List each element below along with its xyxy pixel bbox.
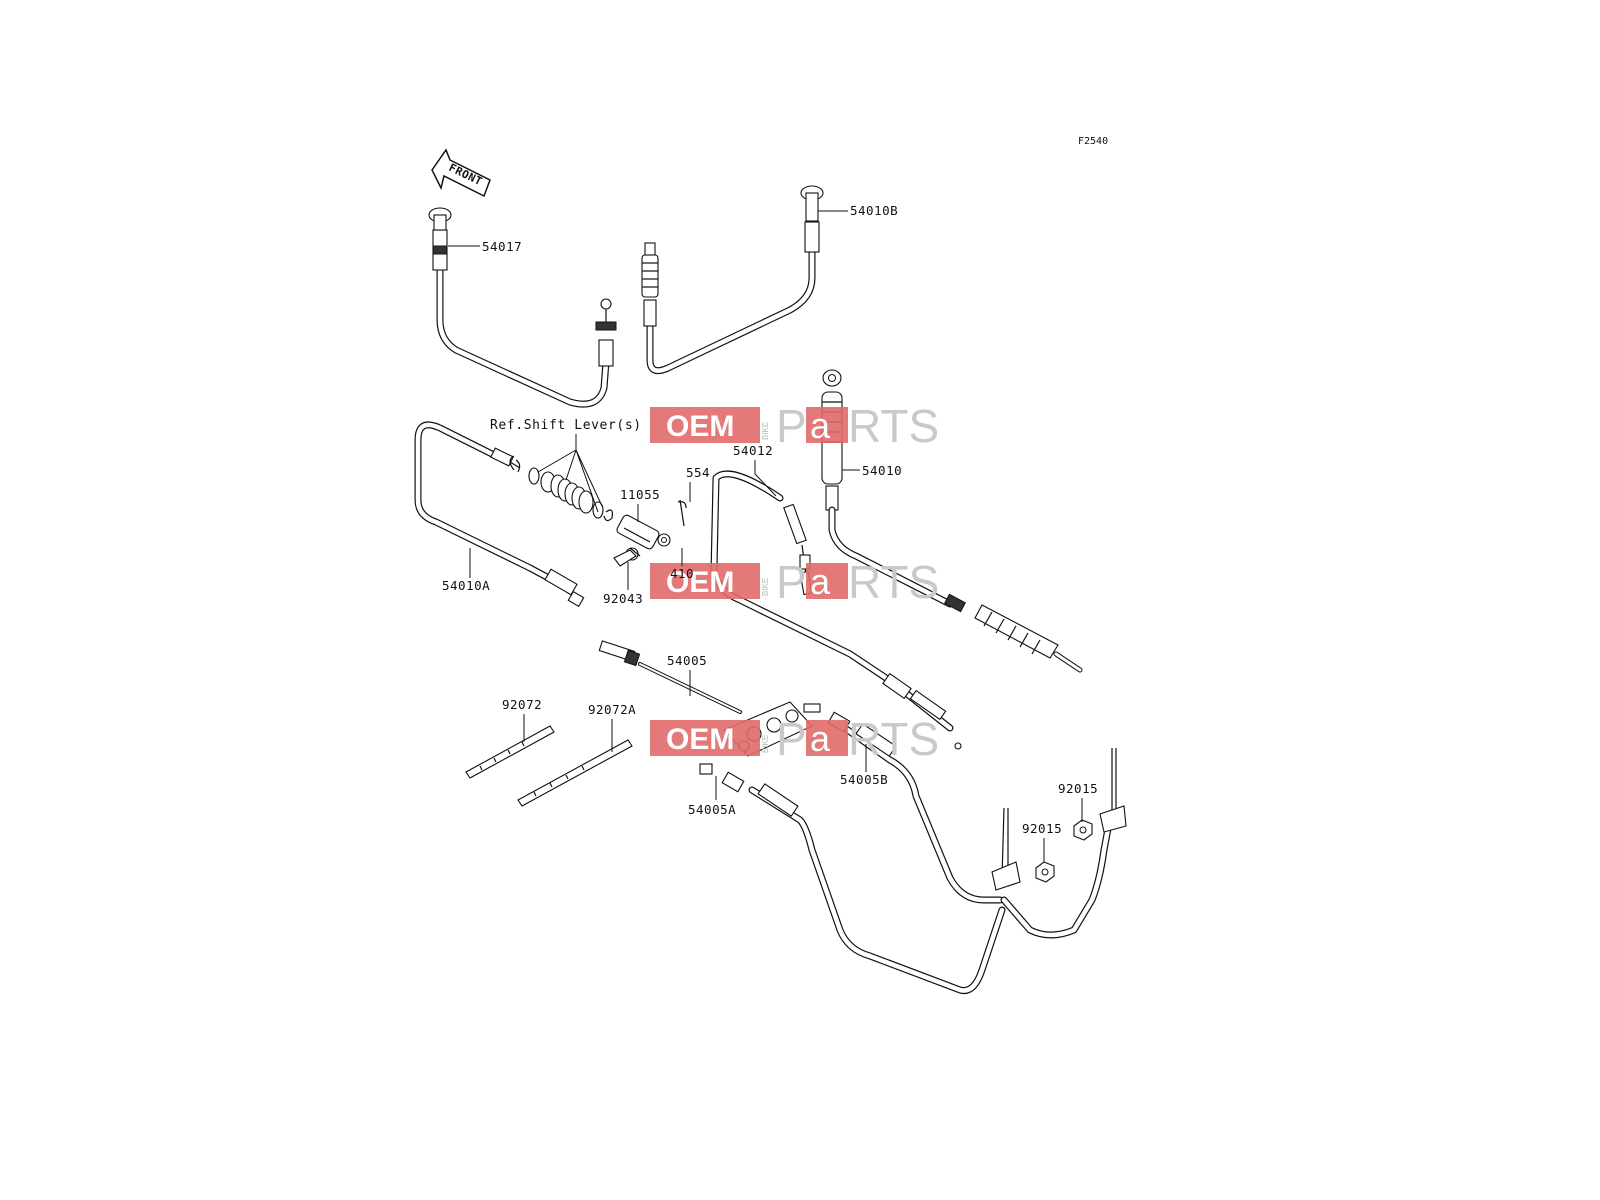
cable-tie-92072a: [517, 739, 633, 807]
svg-text:P: P: [776, 400, 807, 452]
svg-text:OEM: OEM: [666, 566, 734, 599]
svg-text:OEM: OEM: [666, 410, 734, 443]
cable-54010a: [414, 421, 585, 608]
figure-code: F2540: [1078, 136, 1108, 147]
reference-note: Ref.Shift Lever(s): [490, 418, 642, 433]
cable-54012: [710, 470, 962, 750]
svg-text:54005: 54005: [667, 653, 707, 668]
svg-text:a: a: [810, 405, 831, 446]
svg-text:P: P: [776, 556, 807, 608]
svg-text:BIKE: BIKE: [761, 578, 770, 596]
callout-54005A: 54005A: [688, 776, 736, 817]
cable-tie-92072: [465, 725, 555, 779]
callout-54017: 54017: [448, 239, 522, 254]
svg-text:OEM: OEM: [666, 723, 734, 756]
svg-text:BIKE: BIKE: [761, 735, 770, 753]
svg-text:a: a: [810, 561, 831, 602]
callout-54005B: 54005B: [840, 744, 888, 787]
svg-text:92043: 92043: [603, 591, 643, 606]
cable-54017: [428, 207, 617, 408]
watermark-2: OEM BIKE P a RTS: [650, 556, 939, 608]
svg-text:P: P: [776, 713, 807, 765]
callout-92072A: 92072A: [588, 702, 636, 752]
svg-text:410: 410: [670, 566, 694, 581]
callout-11055: 11055: [620, 487, 660, 522]
callout-92072: 92072: [502, 697, 542, 742]
callout-92043: 92043: [603, 562, 643, 606]
callout-54010B: 54010B: [818, 203, 898, 218]
callout-410: 410: [670, 548, 694, 581]
svg-text:a: a: [810, 718, 831, 759]
svg-text:92015: 92015: [1022, 821, 1062, 836]
cable-54005b: [803, 703, 1004, 904]
callout-54012: 54012: [733, 443, 777, 497]
svg-text:RTS: RTS: [848, 556, 939, 608]
svg-text:54012: 54012: [733, 443, 773, 458]
callout-54010: 54010: [842, 463, 902, 478]
svg-text:BIKE: BIKE: [761, 422, 770, 440]
svg-text:92072A: 92072A: [588, 702, 636, 717]
cable-54005a: [699, 763, 1021, 995]
svg-text:54017: 54017: [482, 239, 522, 254]
callout-554: 554: [686, 465, 710, 502]
cable-54010: [821, 369, 1083, 673]
svg-text:92015: 92015: [1058, 781, 1098, 796]
svg-text:54005A: 54005A: [688, 802, 736, 817]
cable-rear-right: [1000, 748, 1127, 939]
cable-54010b: [641, 185, 824, 375]
svg-text:54010A: 54010A: [442, 578, 490, 593]
svg-text:11055: 11055: [620, 487, 660, 502]
svg-text:554: 554: [686, 465, 710, 480]
callout-54010A: 54010A: [442, 548, 490, 593]
svg-text:54010: 54010: [862, 463, 902, 478]
nut-92015-b: [1035, 861, 1055, 883]
callout-54005: 54005: [667, 653, 707, 696]
svg-text:54005B: 54005B: [840, 772, 888, 787]
svg-text:RTS: RTS: [848, 713, 939, 765]
shift-lever-hardware: [509, 455, 687, 567]
front-arrow-icon: FRONT: [431, 148, 491, 198]
nut-92015-a: [1073, 819, 1093, 841]
reference-leader: [537, 434, 603, 513]
svg-text:92072: 92072: [502, 697, 542, 712]
watermark-3: OEM BIKE P a RTS: [650, 713, 939, 765]
watermark-1: OEM BIKE P a RTS: [650, 400, 939, 452]
svg-text:RTS: RTS: [848, 400, 939, 452]
callout-92015-upper: 92015: [1058, 781, 1098, 822]
callout-92015-lower: 92015: [1022, 821, 1062, 862]
svg-text:54010B: 54010B: [850, 203, 898, 218]
